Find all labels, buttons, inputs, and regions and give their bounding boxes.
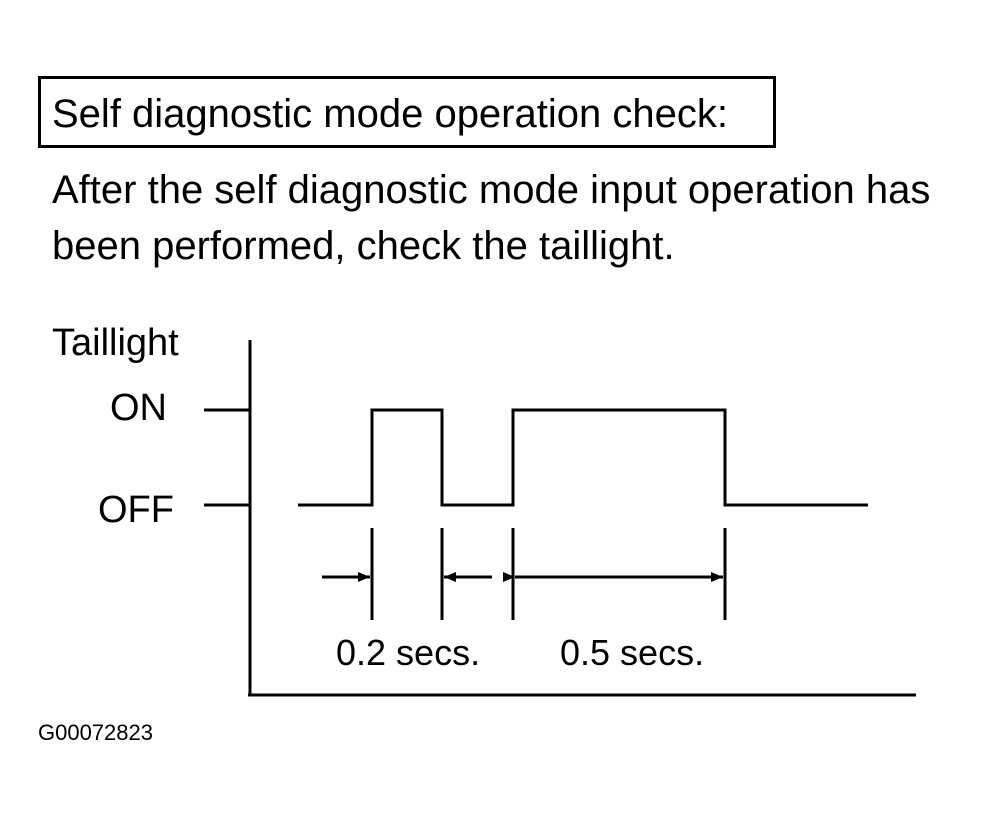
heading: Self diagnostic mode operation check: [52,92,728,136]
heading-box [38,76,776,148]
level-off-label: OFF [98,489,174,531]
instruction-line-2: been performed, check the taillight. [52,224,675,268]
level-on-label: ON [110,387,167,429]
instruction-line-1: After the self diagnostic mode input ope… [52,168,931,212]
figure-id: G00072823 [38,720,153,745]
duration-label-short: 0.2 secs. [336,632,480,673]
signal-label: Taillight [52,322,179,364]
duration-label-long: 0.5 secs. [560,632,704,673]
taillight-waveform [298,408,868,507]
